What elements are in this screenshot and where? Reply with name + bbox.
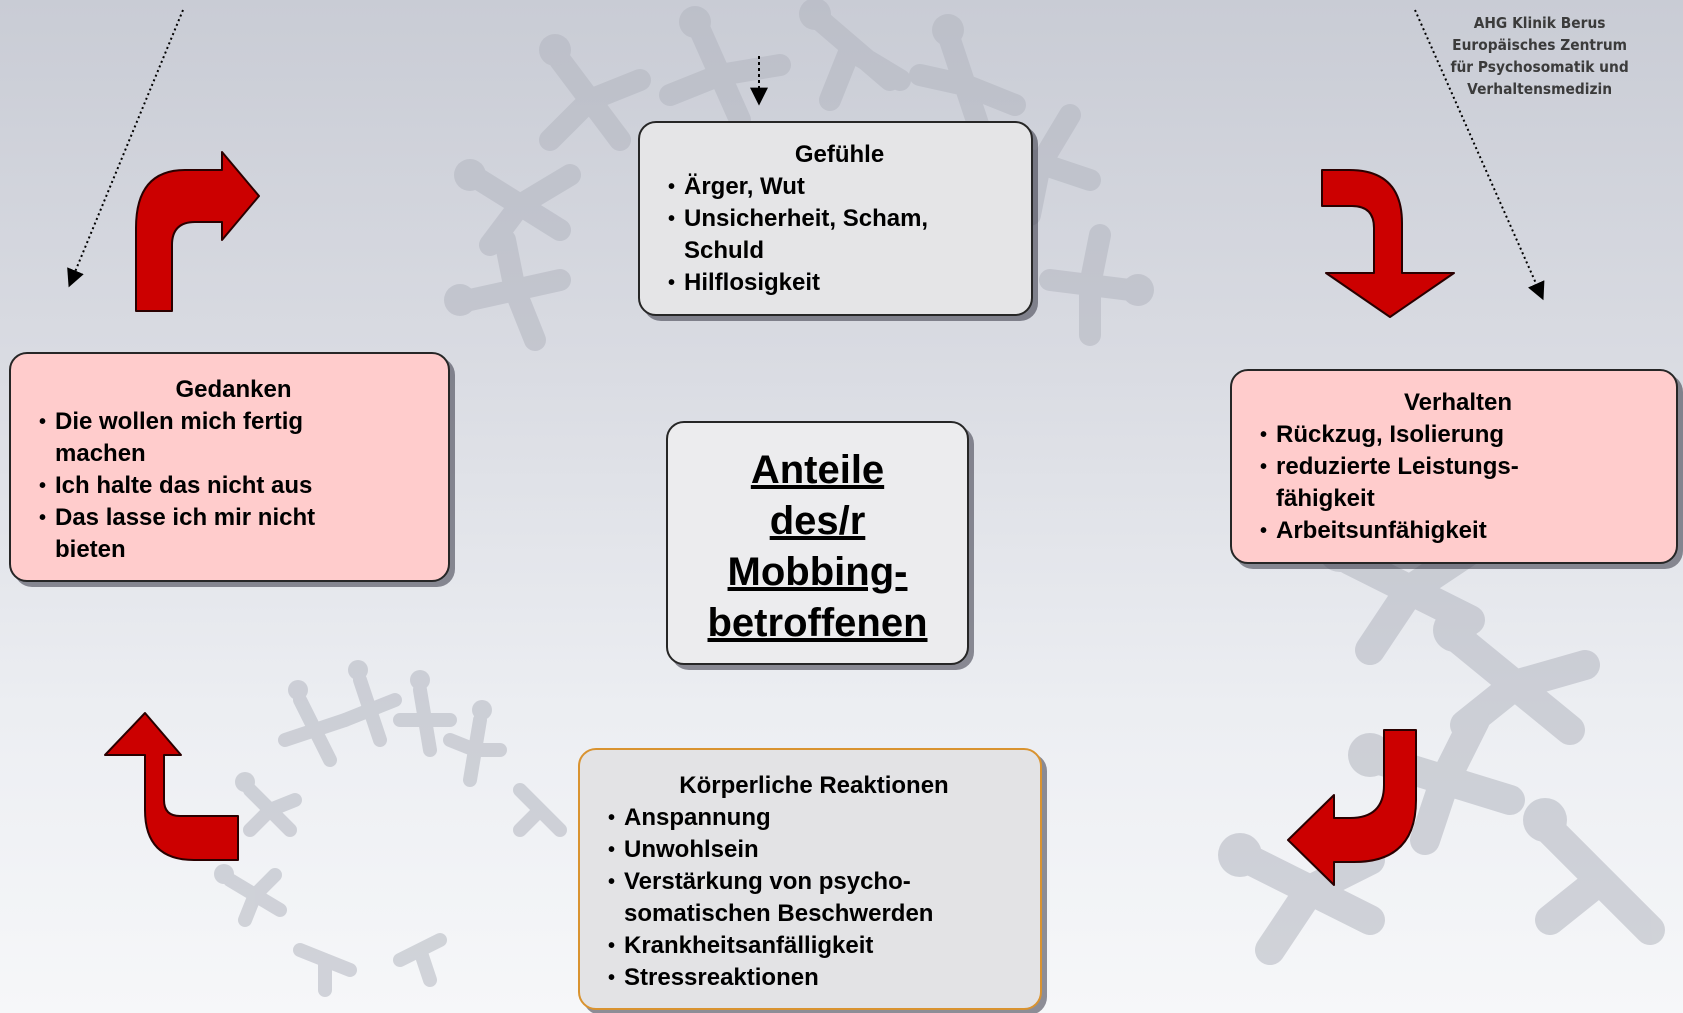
- physical-reactions-box: Körperliche Reaktionen Anspannung Unwohl…: [578, 748, 1042, 1010]
- feelings-item: Hilflosigkeit: [668, 267, 1011, 299]
- physical-reactions-title: Körperliche Reaktionen: [679, 772, 949, 799]
- physical-reactions-item: Unwohlsein: [608, 834, 1020, 866]
- red-arrow-top-right: [1321, 169, 1455, 318]
- behavior-item: Rückzug, Isolierung: [1260, 419, 1656, 451]
- logo-line-3: für Psychosomatik und: [1450, 58, 1629, 76]
- behavior-box: Verhalten Rückzug, Isolierung reduzierte…: [1230, 369, 1678, 564]
- feelings-item: Unsicherheit, Scham, Schuld: [668, 203, 1011, 267]
- physical-reactions-item: Krankheitsanfälligkeit: [608, 930, 1020, 962]
- behavior-title: Verhalten: [1403, 389, 1513, 416]
- behavior-item: reduzierte Leistungs- fähigkeit: [1260, 451, 1656, 515]
- center-title: Anteile des/r Mobbing- betroffenen: [707, 448, 928, 645]
- behavior-item: Arbeitsunfähigkeit: [1260, 515, 1656, 547]
- thoughts-item: Die wollen mich fertig machen: [39, 406, 428, 470]
- logo-line-1: AHG Klinik Berus: [1473, 14, 1606, 32]
- logo-line-4: Verhaltensmedizin: [1467, 80, 1613, 98]
- thoughts-item: Das lasse ich mir nicht bieten: [39, 502, 428, 566]
- center-box: Anteile des/r Mobbing- betroffenen: [666, 421, 969, 665]
- physical-reactions-item: Verstärkung von psycho- somatischen Besc…: [608, 866, 1020, 930]
- thoughts-box: Gedanken Die wollen mich fertig machen I…: [9, 352, 450, 582]
- red-arrow-bottom-left: [104, 712, 239, 861]
- logo-line-2: Europäisches Zentrum: [1452, 36, 1628, 54]
- physical-reactions-item: Anspannung: [608, 802, 1020, 834]
- clinic-logo: AHG Klinik Berus Europäisches Zentrum fü…: [1420, 12, 1659, 100]
- red-arrow-top-left: [135, 151, 260, 312]
- dotted-arrow-right: [1414, 9, 1545, 301]
- feelings-title: Gefühle: [794, 141, 885, 168]
- feelings-item: Ärger, Wut: [668, 171, 1011, 203]
- thoughts-item: Ich halte das nicht aus: [39, 470, 428, 502]
- dotted-arrow-left: [67, 9, 184, 288]
- feelings-box: Gefühle Ärger, Wut Unsicherheit, Scham, …: [638, 121, 1033, 316]
- thoughts-title: Gedanken: [175, 376, 292, 403]
- red-arrow-bottom-right: [1287, 729, 1417, 886]
- physical-reactions-item: Stressreaktionen: [608, 962, 1020, 994]
